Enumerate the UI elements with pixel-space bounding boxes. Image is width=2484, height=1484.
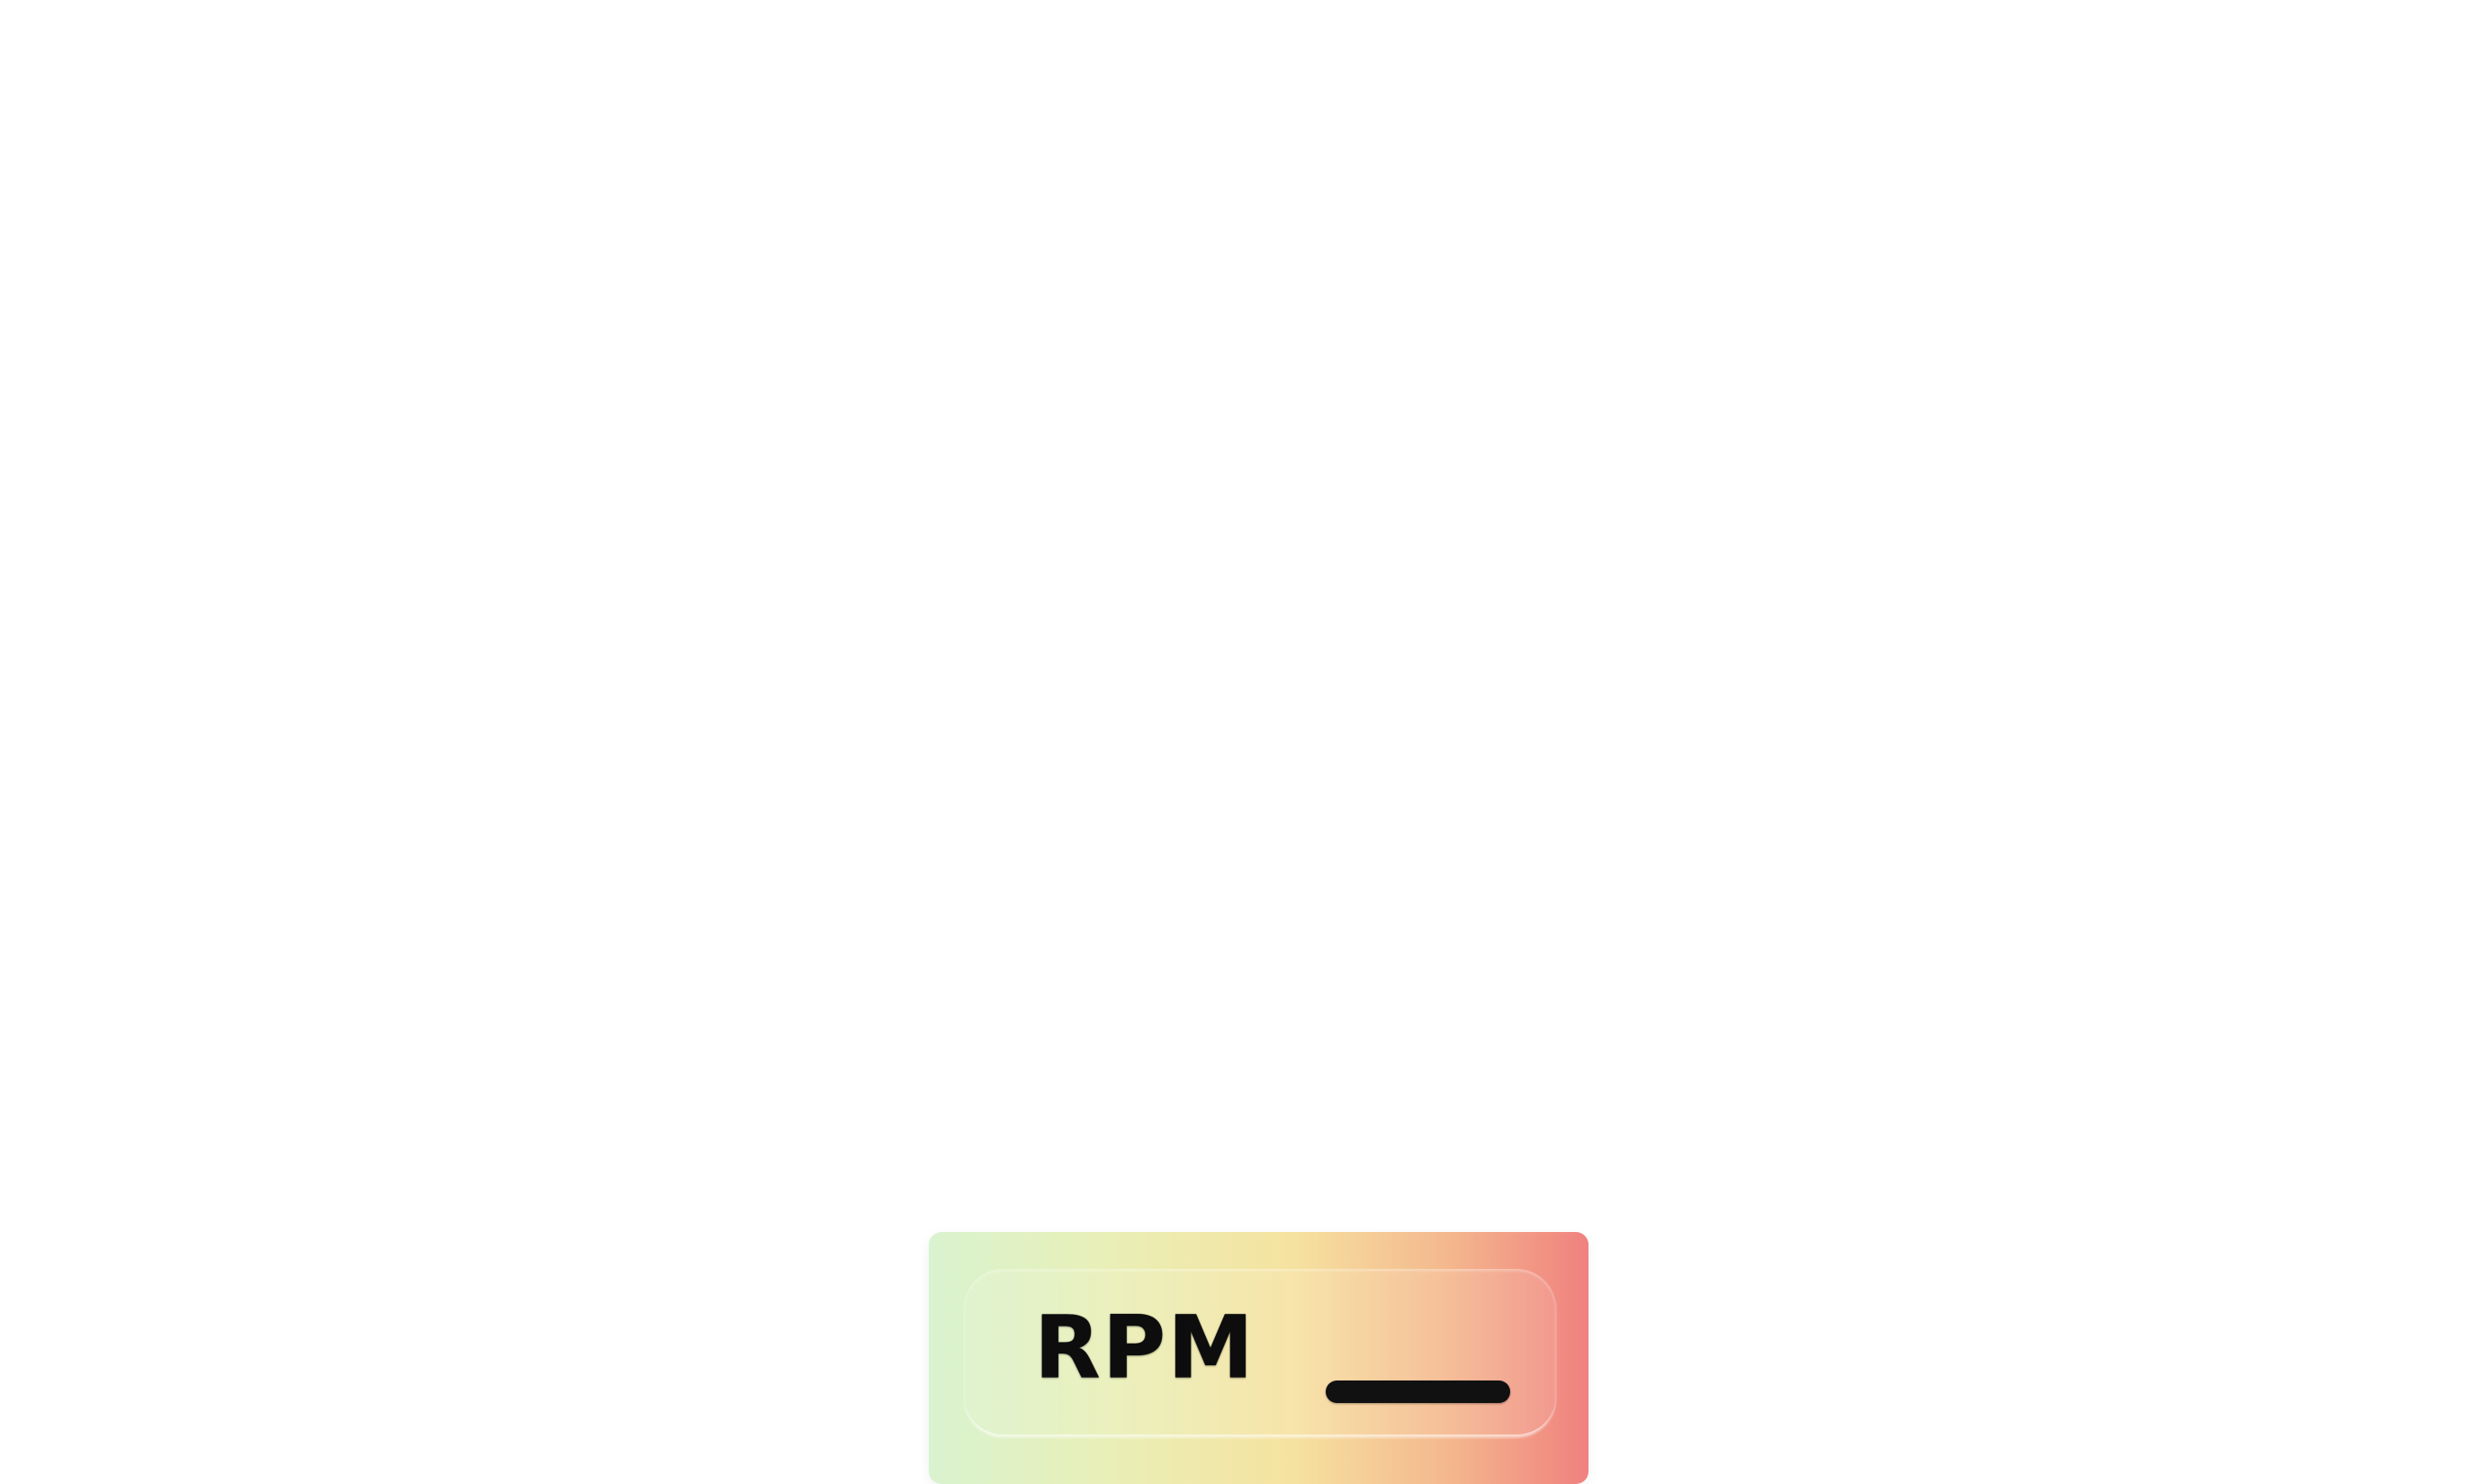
rpm-gauge-widget: RPM <box>929 1232 1588 1484</box>
rpm-label: RPM <box>1034 1297 1256 1399</box>
rpm-gauge-inner-panel: RPM <box>964 1269 1556 1436</box>
rpm-indicator-bar <box>1326 1381 1510 1403</box>
